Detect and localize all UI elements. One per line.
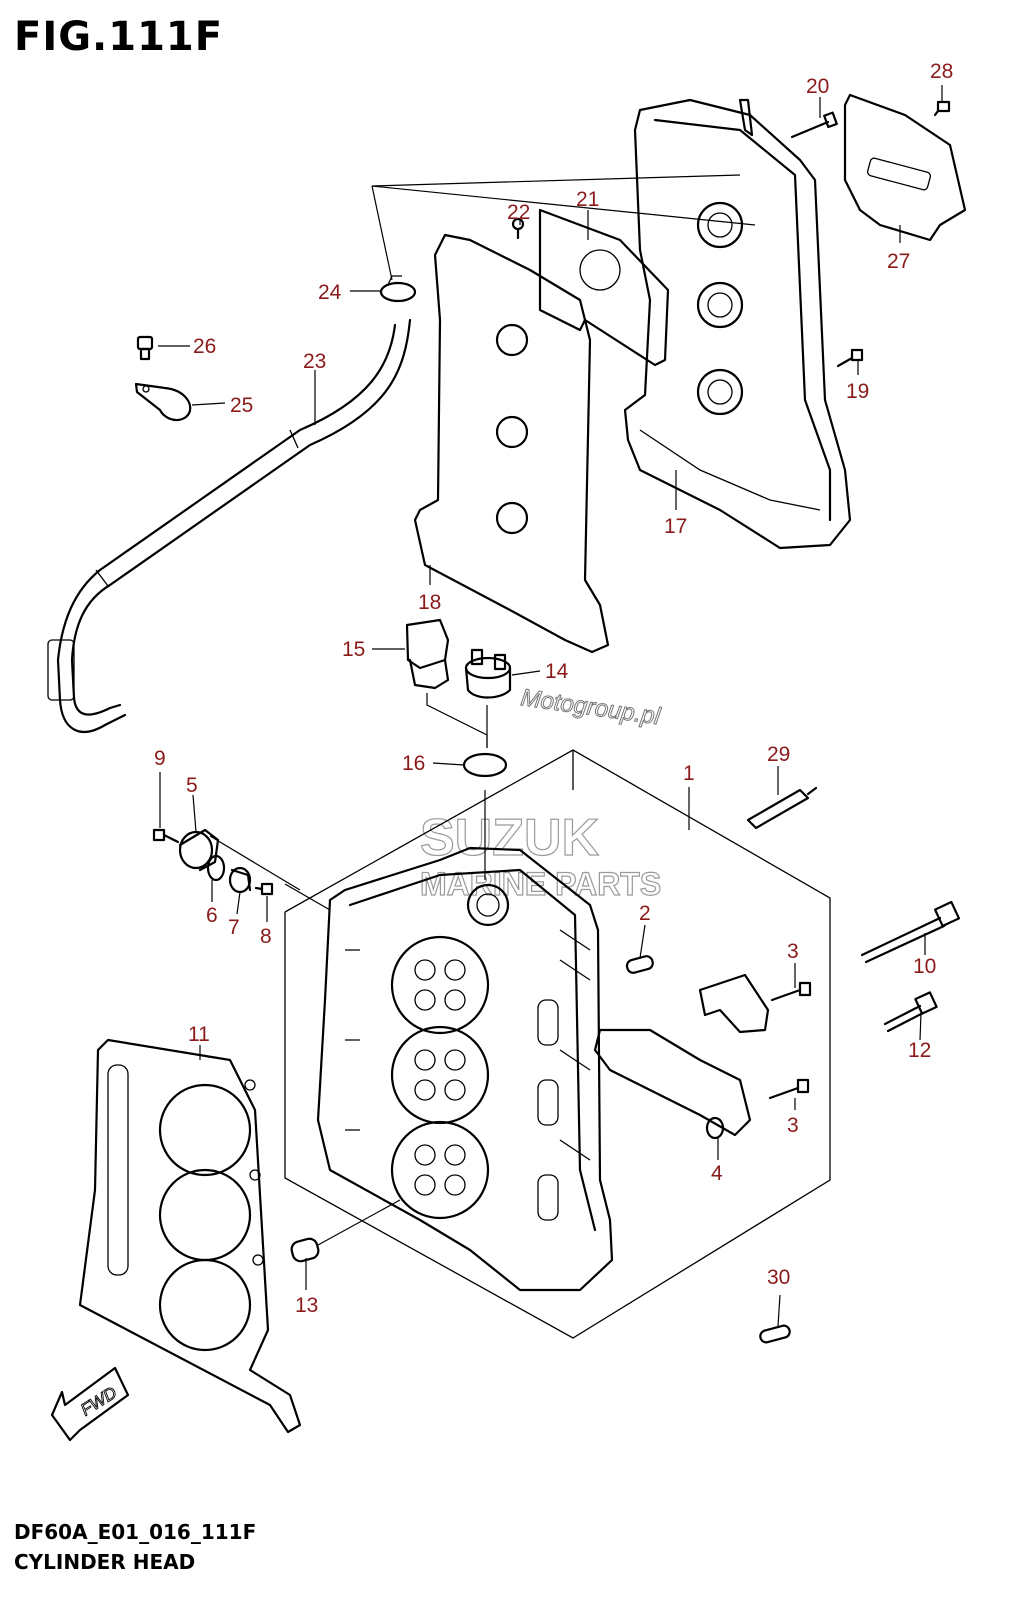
bolt-9[interactable]: [152, 828, 180, 844]
callout-17[interactable]: 17: [664, 515, 687, 538]
oil-filler-cap[interactable]: [405, 618, 450, 690]
thermostat[interactable]: [228, 866, 252, 894]
watermark-sub: MARINE PARTS: [420, 866, 661, 902]
watermark: Motogroup.pl SUZUK MARINE PARTS: [419, 684, 662, 903]
callouts: 1 2 3 3 4 5 6 7 8 9 10 11 12 13 14 15 16…: [154, 60, 953, 1317]
screw-22[interactable]: [511, 217, 525, 240]
callout-26[interactable]: 26: [193, 335, 216, 358]
callout-13[interactable]: 13: [295, 1294, 318, 1317]
camshaft-holder-upper[interactable]: [698, 973, 770, 1034]
cylinder-head-box: [284, 749, 831, 1339]
callout-23[interactable]: 23: [303, 350, 326, 373]
watermark-brand: SUZUK: [420, 809, 600, 867]
bolt-20[interactable]: [790, 111, 838, 139]
callout-19[interactable]: 19: [846, 380, 869, 403]
bolt-3-lower[interactable]: [768, 1078, 810, 1100]
dowel-13[interactable]: [290, 1237, 320, 1263]
callout-3-lower[interactable]: 3: [787, 1114, 799, 1137]
clamp[interactable]: [134, 382, 192, 422]
cover-gasket[interactable]: [413, 233, 610, 654]
callout-9[interactable]: 9: [154, 747, 166, 770]
bolt-19[interactable]: [836, 348, 864, 368]
callout-10[interactable]: 10: [913, 955, 936, 978]
callout-8[interactable]: 8: [260, 925, 272, 948]
callout-16[interactable]: 16: [402, 752, 425, 775]
pin-2[interactable]: [625, 955, 654, 974]
callout-6[interactable]: 6: [206, 904, 218, 927]
o-ring-6[interactable]: [206, 854, 226, 882]
callout-3-upper[interactable]: 3: [787, 940, 799, 963]
callout-21[interactable]: 21: [576, 188, 599, 211]
fwd-label: FWD: [77, 1383, 120, 1420]
callout-25[interactable]: 25: [230, 394, 253, 417]
bolt-26[interactable]: [136, 335, 154, 361]
cylinder-head-cover[interactable]: [623, 98, 852, 550]
leader-lines: [158, 85, 943, 1327]
callout-15[interactable]: 15: [342, 638, 365, 661]
callout-24[interactable]: 24: [318, 281, 342, 304]
callout-11[interactable]: 11: [188, 1023, 210, 1046]
spark-plug[interactable]: [746, 786, 818, 830]
figure-name: CYLINDER HEAD: [14, 1550, 196, 1574]
camshaft-holder-lower[interactable]: [593, 1028, 752, 1137]
pin-30[interactable]: [759, 1324, 791, 1344]
bolt-12[interactable]: [883, 991, 938, 1033]
callout-27[interactable]: 27: [887, 250, 910, 273]
watermark-site: Motogroup.pl: [519, 684, 662, 730]
breather-hose[interactable]: [47, 318, 412, 733]
o-ring-16[interactable]: [462, 752, 508, 778]
side-cover[interactable]: [843, 93, 967, 242]
callout-2[interactable]: 2: [639, 902, 651, 925]
hose-clip[interactable]: [379, 275, 417, 303]
cylinder-head[interactable]: [316, 846, 614, 1292]
callout-12[interactable]: 12: [908, 1039, 931, 1062]
callout-29[interactable]: 29: [767, 743, 790, 766]
bolt-3-upper[interactable]: [770, 981, 812, 1002]
callout-22[interactable]: 22: [507, 201, 530, 224]
callout-30[interactable]: 30: [767, 1266, 790, 1289]
callout-18[interactable]: 18: [418, 591, 441, 614]
bolt-8[interactable]: [254, 882, 274, 896]
bolt-28[interactable]: [933, 100, 951, 117]
cap-14[interactable]: [464, 648, 512, 699]
head-gasket[interactable]: [78, 1038, 302, 1434]
callout-1[interactable]: 1: [683, 762, 695, 785]
bolt-10[interactable]: [860, 900, 961, 964]
callout-4[interactable]: 4: [711, 1162, 723, 1185]
plate[interactable]: [538, 208, 670, 367]
figure-title: FIG.111F: [14, 14, 224, 60]
thermostat-cover[interactable]: [178, 828, 220, 872]
fwd-arrow-icon: FWD: [50, 1366, 130, 1442]
figure-code: DF60A_E01_016_111F: [14, 1520, 257, 1544]
callout-20[interactable]: 20: [806, 75, 829, 98]
callout-28[interactable]: 28: [930, 60, 953, 83]
callout-5[interactable]: 5: [186, 774, 198, 797]
callout-14[interactable]: 14: [545, 660, 569, 683]
callout-7[interactable]: 7: [228, 916, 240, 939]
